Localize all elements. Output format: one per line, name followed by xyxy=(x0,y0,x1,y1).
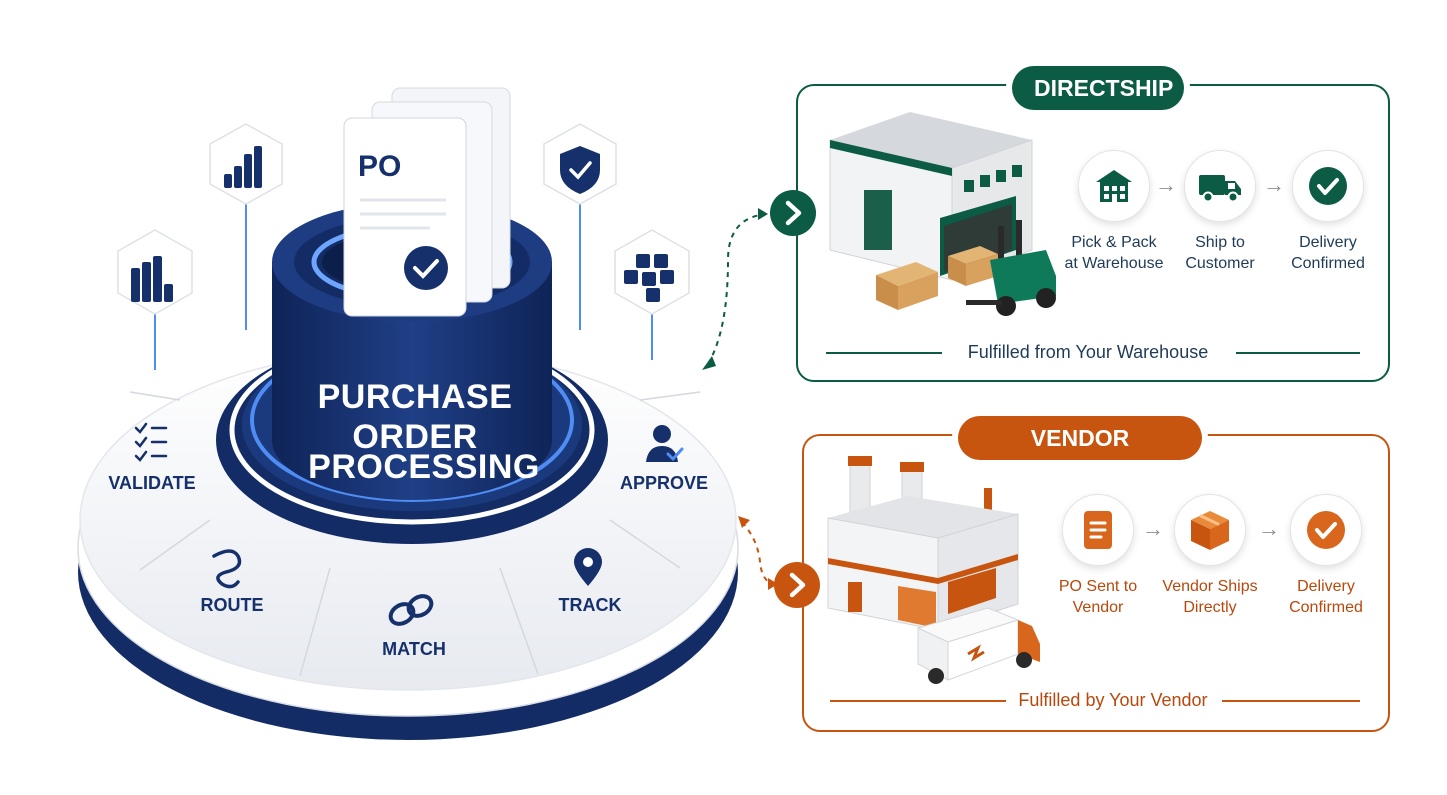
directship-step-2: Ship to Customer xyxy=(1150,150,1290,274)
segment-label-validate: VALIDATE xyxy=(108,473,195,493)
dropship-step-2: Vendor Ships Directly xyxy=(1140,494,1280,618)
dropship-footer: Fulfilled by Your Vendor xyxy=(1018,690,1208,710)
po-document-stack: PO xyxy=(343,87,511,317)
arrow-icon: → xyxy=(1263,172,1285,197)
arrow-icon: → xyxy=(1142,516,1164,541)
directship-step-3-label: Delivery Confirmed xyxy=(1291,234,1365,272)
shield-icon xyxy=(560,146,600,194)
warehouse-icon xyxy=(1078,150,1150,222)
hex-badge-cubes xyxy=(614,229,690,360)
dropship-step-3: Delivery Confirmed xyxy=(1256,494,1396,618)
segment-label-approve: APPROVE xyxy=(620,473,708,493)
center-title-line-2: ORDER xyxy=(352,418,477,456)
warehouse-illustration xyxy=(829,112,1056,316)
dropship-footer-rule-right xyxy=(1222,700,1360,702)
arrow-icon: → xyxy=(1155,172,1177,197)
center-title-line-1: PURCHASE xyxy=(318,378,513,416)
dropship-chevron-button[interactable] xyxy=(772,560,822,610)
directship-footer: Fulfilled from Your Warehouse xyxy=(967,342,1209,362)
directship-title: DIRECTSHIP xyxy=(1012,66,1184,110)
dropship-step-1-label: PO Sent to Vendor xyxy=(1058,578,1138,616)
arrow-icon: → xyxy=(1258,516,1280,541)
segment-label-route: ROUTE xyxy=(201,595,264,615)
dropship-step-2-label: Vendor Ships Directly xyxy=(1162,578,1258,616)
cubes-icon xyxy=(624,254,674,302)
dropship-step-3-label: Delivery Confirmed xyxy=(1289,578,1363,616)
directship-step-1: Pick & Pack at Warehouse xyxy=(1044,150,1184,274)
route-icon xyxy=(212,549,242,589)
segment-track: TRACK xyxy=(559,548,622,615)
document-icon xyxy=(1062,494,1134,566)
truck-icon xyxy=(1184,150,1256,222)
center-title-line-3: PROCESSING xyxy=(308,448,540,486)
hex-badge-bar-chart-1 xyxy=(209,123,283,330)
directship-step-3: Delivery Confirmed xyxy=(1258,150,1398,274)
segment-route: ROUTE xyxy=(201,549,264,615)
check-badge-icon xyxy=(404,246,448,290)
bar-chart-icon xyxy=(131,256,173,302)
check-circle-icon xyxy=(1290,494,1362,566)
factory-illustration xyxy=(827,456,1040,684)
segment-match: MATCH xyxy=(382,594,446,659)
directship-step-2-label: Ship to Customer xyxy=(1185,234,1255,272)
dropship-footer-rule-left xyxy=(830,700,1006,702)
po-doc-label: PO xyxy=(358,150,401,183)
dropship-title: VENDOR DROPSHIP xyxy=(958,416,1202,495)
directship-footer-rule-left xyxy=(826,352,942,354)
box-icon xyxy=(1174,494,1246,566)
hex-badge-shield xyxy=(543,123,617,330)
segment-validate: VALIDATE xyxy=(108,422,196,493)
segment-approve: APPROVE xyxy=(620,425,708,493)
connector-directship xyxy=(707,213,767,365)
svg-text:PURCHASE ORDER PRO: PURCHASE ORDER PROCESSING xyxy=(308,378,540,486)
directship-footer-rule-right xyxy=(1236,352,1360,354)
link-icon xyxy=(388,594,434,626)
segment-dividers xyxy=(129,391,701,677)
bar-chart-icon xyxy=(224,146,262,188)
directship-step-1-label: Pick & Pack at Warehouse xyxy=(1064,234,1164,272)
segment-label-track: TRACK xyxy=(559,595,622,615)
segment-label-match: MATCH xyxy=(382,639,446,659)
hex-badge-bar-chart-2 xyxy=(117,229,193,370)
dropship-step-1: PO Sent to Vendor xyxy=(1028,494,1168,618)
connector-dropship xyxy=(741,521,775,585)
checklist-icon xyxy=(134,422,168,462)
directship-chevron-button[interactable] xyxy=(768,188,818,238)
check-circle-icon xyxy=(1292,150,1364,222)
